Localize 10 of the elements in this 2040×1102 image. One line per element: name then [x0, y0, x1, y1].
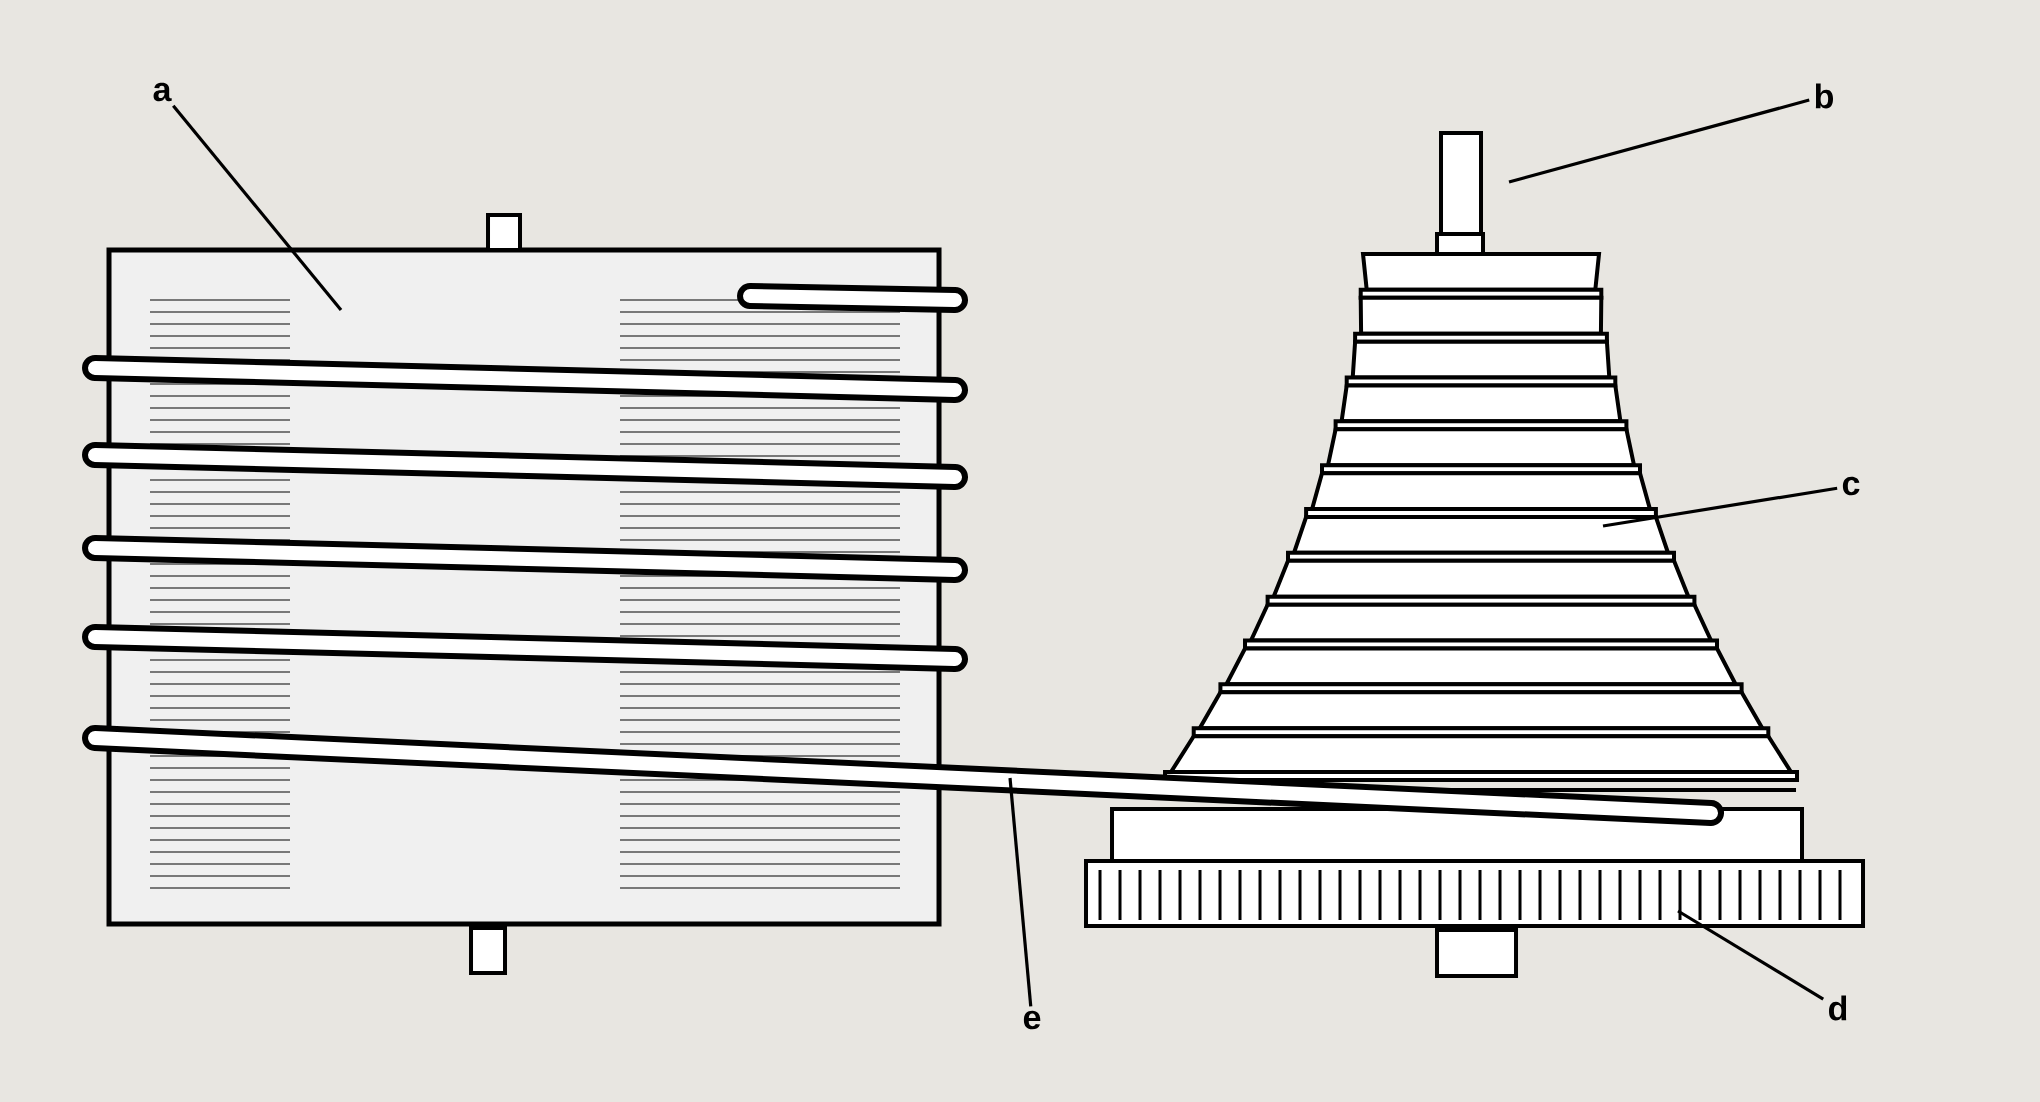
leader-line	[1508, 98, 1810, 184]
callout-letter: a	[153, 82, 172, 102]
callout-letter: e	[1023, 1010, 1041, 1030]
callout-letter: c	[1842, 476, 1860, 496]
leader-line	[1677, 909, 1825, 1001]
callout-letter: b	[1815, 83, 1833, 109]
callout-letter: d	[1829, 995, 1847, 1021]
leader-line	[1008, 777, 1033, 1007]
leader-line	[172, 104, 343, 311]
leader-line	[1602, 486, 1838, 528]
